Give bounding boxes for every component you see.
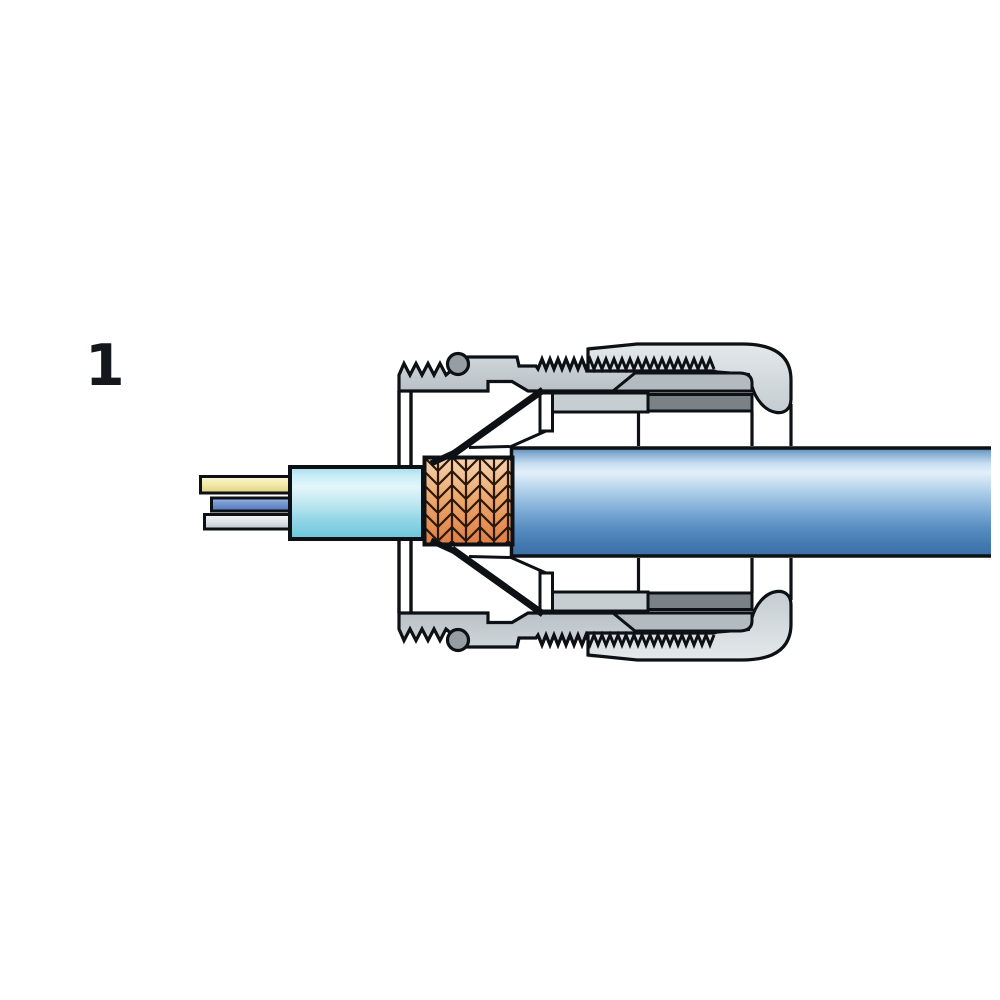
braid-weave xyxy=(422,455,515,547)
inner-sheath xyxy=(288,465,425,541)
shield-braid xyxy=(422,455,515,547)
wire-gray xyxy=(203,513,294,531)
cable-jacket xyxy=(509,446,991,558)
wire-blue xyxy=(210,496,294,513)
conductor-wires xyxy=(199,475,294,531)
step-number: 1 xyxy=(85,333,125,399)
wire-yellow xyxy=(199,475,294,495)
